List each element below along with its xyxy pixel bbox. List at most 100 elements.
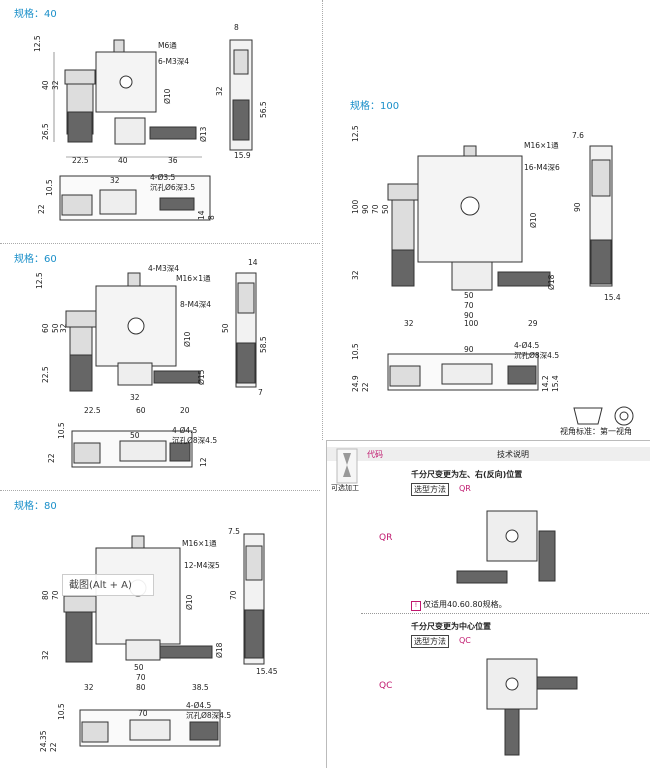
spec-40-label: 规格：40 (14, 9, 57, 20)
dim-text: Ø18 (215, 642, 224, 658)
dim-text: 90 (464, 345, 474, 354)
divider (0, 490, 320, 491)
spec-60-label: 规格：60 (14, 254, 57, 265)
dim-text: 90 (464, 311, 474, 320)
dim-text: 80 (136, 683, 146, 692)
dim-text: 70 (229, 590, 238, 600)
dim-text: 4-Ø4.5 (172, 426, 198, 435)
dim-text: 12.5 (35, 272, 44, 289)
dim-text: 32 (404, 319, 414, 328)
dim-text: Ø13 (199, 126, 208, 142)
dim-text: 32 (351, 270, 360, 280)
dim-text: Ø15 (197, 369, 206, 385)
qc-diagram (486, 658, 578, 756)
dim-text: 22 (361, 382, 370, 392)
dim-text: 6-M3深4 (158, 57, 189, 66)
dim-text: 90 (361, 204, 370, 214)
dim-text: 22 (37, 204, 46, 214)
spec-100-top-view: 12.5 100 90 70 50 32 50 70 90 32 100 29 … (351, 125, 634, 426)
qr-select-method-button[interactable]: 选型方法 (411, 483, 449, 496)
dim-text: 100 (351, 199, 360, 214)
divider (322, 0, 323, 440)
dim-text: 38.5 (192, 683, 209, 692)
dim-text: Ø18 (547, 274, 556, 290)
dim-text: 15.45 (256, 667, 278, 676)
info-icon: ! (411, 601, 421, 611)
spec-80-top-view: 80 70 32 50 70 32 80 38.5 M16×1通 12-M4深5… (39, 527, 278, 752)
qr-note-text: 仅适用40.60.80规格。 (423, 600, 507, 609)
dim-text: 32 (59, 323, 68, 333)
dim-text: 15.4 (551, 375, 560, 392)
dim-text: 4-Ø4.5 (514, 341, 540, 350)
dim-text: 50 (381, 204, 390, 214)
dim-text: 20 (180, 406, 190, 415)
dim-text: 60 (41, 323, 50, 333)
dim-text: 40 (41, 80, 50, 90)
screenshot-tooltip: 截图(Alt + A) (62, 574, 154, 596)
dim-text: 32 (51, 80, 60, 90)
dim-text: 16-M4深6 (524, 163, 560, 172)
dim-text: 10.5 (351, 343, 360, 360)
dim-text: 50 (221, 323, 230, 333)
dim-text: 8 (234, 23, 239, 32)
dim-text: 50 (130, 431, 140, 440)
spec-100-label: 规格：100 (350, 101, 400, 112)
qr-title: 千分尺变更为左、右(反向)位置 (411, 470, 523, 479)
dim-text: 32 (84, 683, 94, 692)
col-desc-header: 技术说明 (497, 450, 529, 459)
dim-text: 12 (199, 457, 208, 467)
dim-text: 36 (168, 156, 178, 165)
icon-caption: 可选加工 (331, 484, 359, 492)
dim-text: Ø10 (529, 212, 538, 228)
qr-code-ref: QR (459, 484, 471, 493)
dim-text: 12-M4深5 (184, 561, 220, 570)
table-header: 代码 技术说明 (327, 447, 650, 461)
dim-text: 15.4 (604, 293, 621, 302)
dim-text: M6通 (158, 40, 177, 50)
dim-text: 58.5 (259, 336, 268, 353)
dim-text: 24.35 (39, 730, 48, 752)
dim-text: 70 (371, 204, 380, 214)
dim-text: 32 (215, 86, 224, 96)
dim-text: 50 (464, 291, 474, 300)
dim-text: 60 (136, 406, 146, 415)
dim-text: 14 (197, 210, 206, 220)
dim-text: 14 (248, 258, 258, 267)
dim-text: 10.5 (45, 179, 54, 196)
dim-text: 22 (47, 453, 56, 463)
dim-text: 4-M3深4 (148, 264, 179, 273)
dim-text: Ø10 (163, 88, 172, 104)
dim-text: 26.5 (41, 123, 50, 140)
dim-text: 32 (41, 650, 50, 660)
dim-text: 14.2 (541, 375, 550, 392)
dim-text: 56.5 (259, 101, 268, 118)
code-qc: QC (379, 681, 393, 691)
dim-text: 80 (41, 590, 50, 600)
code-qr: QR (379, 533, 393, 543)
dim-text: Ø10 (183, 331, 192, 347)
dim-text: 4-Ø3.5 (150, 173, 176, 182)
dim-text: 70 (51, 590, 60, 600)
dim-text: 22.5 (41, 366, 50, 383)
qc-select-method-button[interactable]: 选型方法 (411, 635, 449, 648)
dim-text: 4-Ø4.5 (186, 701, 212, 710)
view-standard-note: 视角标准：第一视角 (560, 427, 632, 436)
dim-text: M16×1通 (176, 273, 211, 283)
spec-60-top-view: 12.5 60 50 32 22.5 22.5 60 20 32 4-M3深4 … (35, 258, 268, 468)
dim-text: 32 (130, 393, 140, 402)
dim-text: 70 (138, 709, 148, 718)
dim-text: 8-M4深4 (180, 300, 211, 309)
dim-text: 沉孔Ø6深3.5 (150, 183, 195, 192)
dim-text: 沉孔Ø8深4.5 (172, 436, 217, 445)
dim-text: M16×1通 (182, 538, 217, 548)
dim-text: 沉孔Ø8深4.5 (514, 351, 559, 360)
qr-diagram (456, 510, 556, 584)
dim-text: 90 (573, 202, 582, 212)
dim-text: 10.5 (57, 422, 66, 439)
dim-text: 12.5 (33, 35, 42, 52)
dim-text: M16×1通 (524, 140, 559, 150)
option-processing-icon (336, 448, 358, 484)
dim-text: 沉孔Ø8深4.5 (186, 711, 231, 720)
dim-text: 7 (258, 388, 263, 397)
divider (0, 243, 320, 244)
